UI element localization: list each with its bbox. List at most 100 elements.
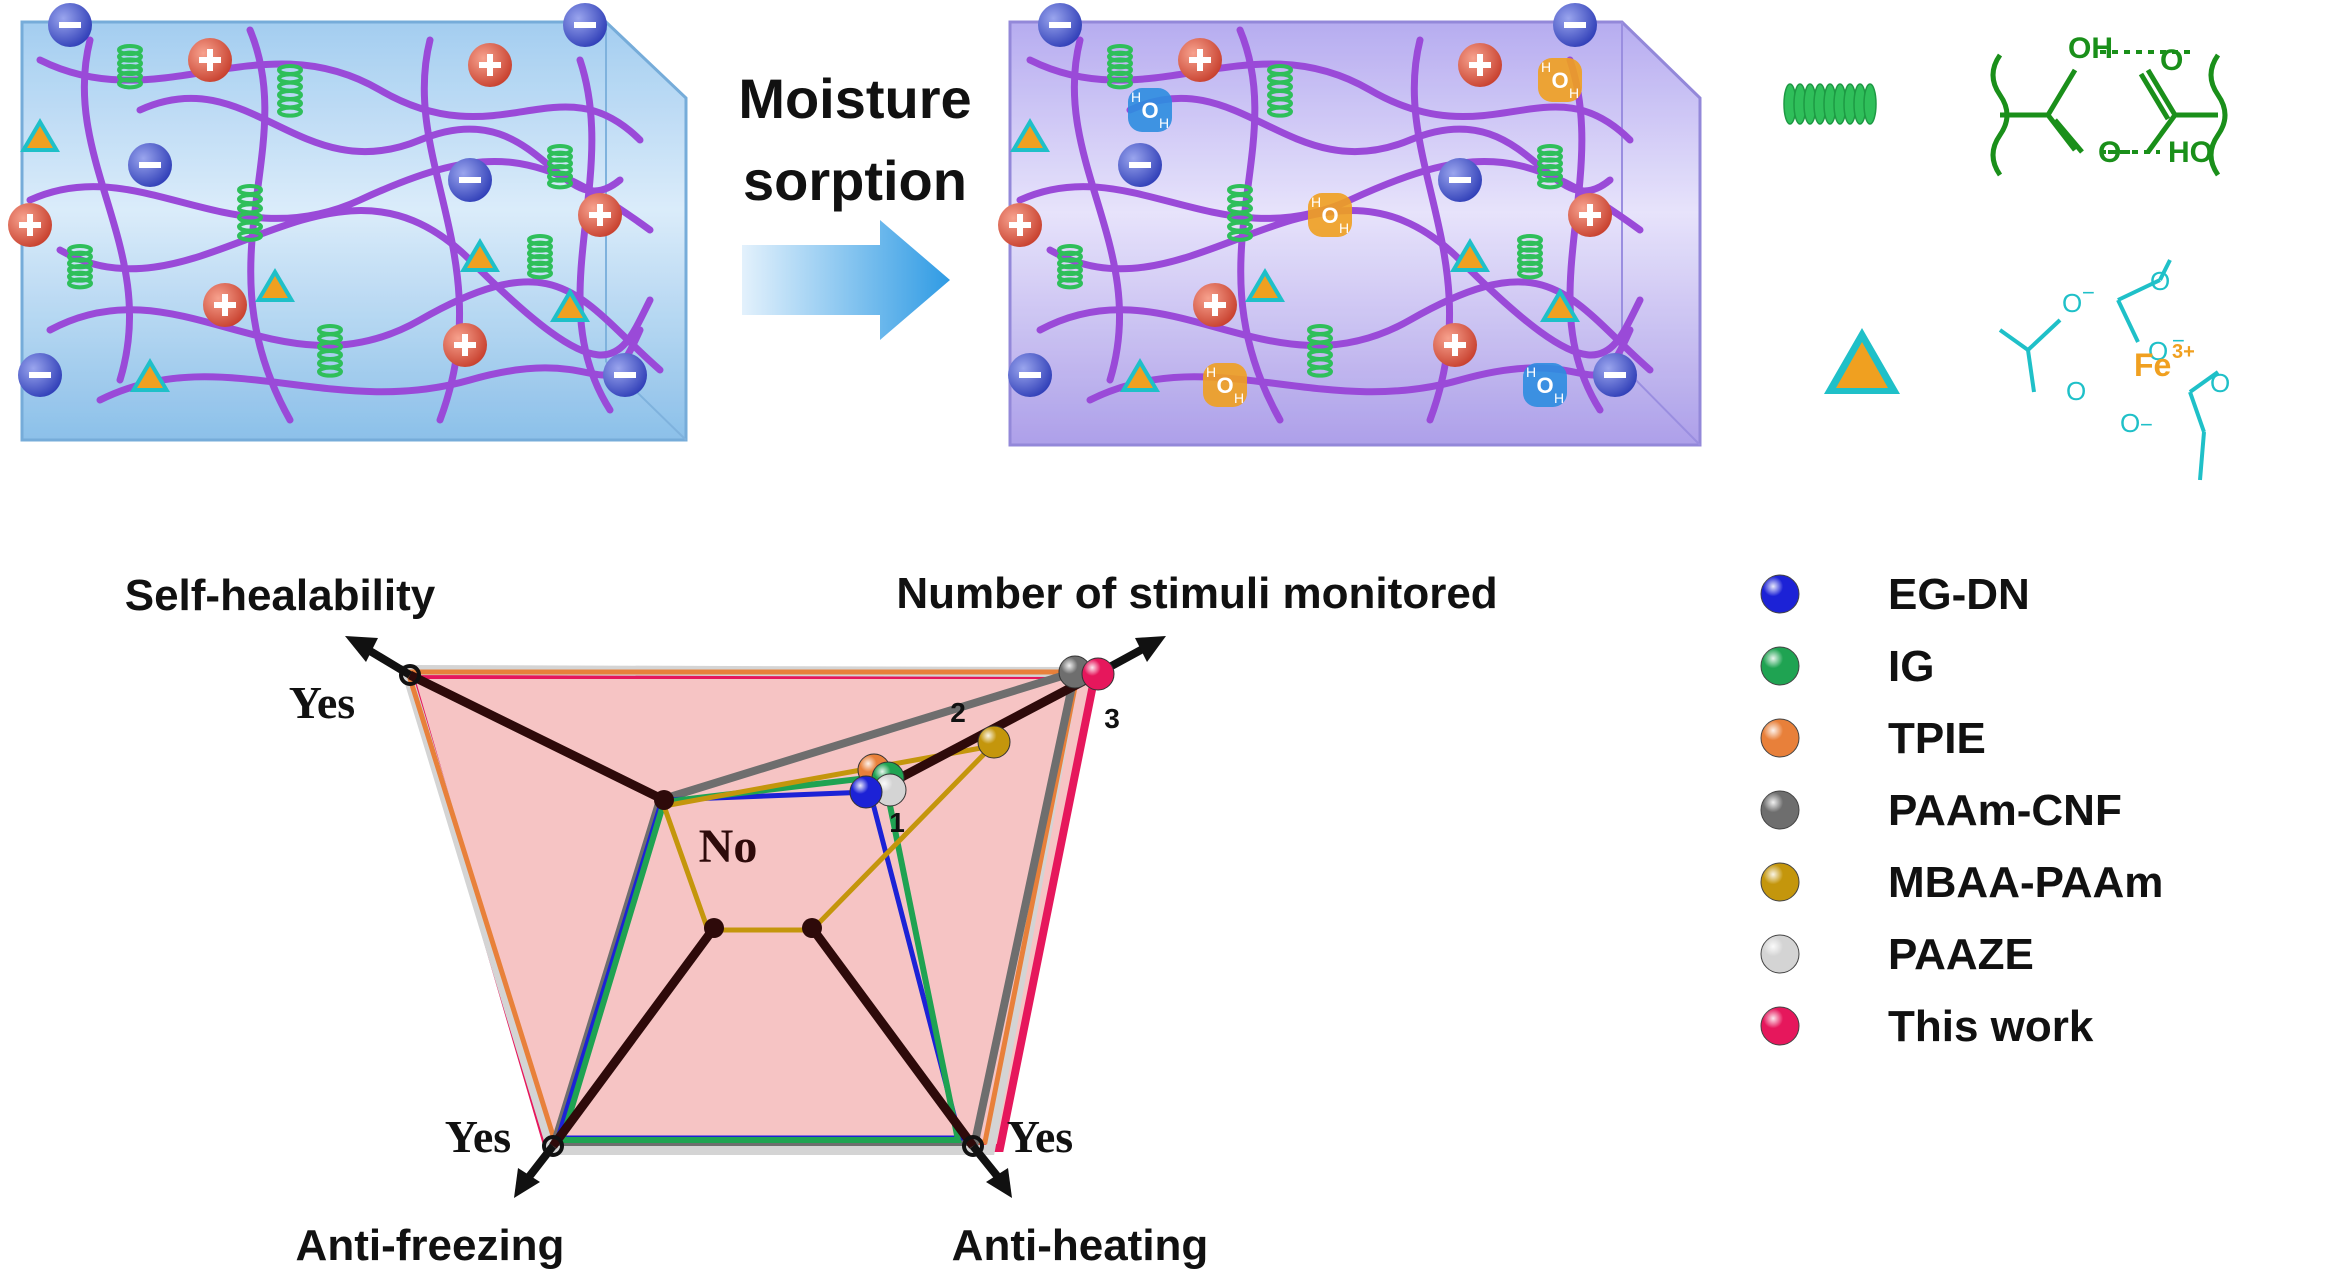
carboxylate-structure (1998, 259, 2220, 481)
svg-text:H: H (1131, 89, 1141, 105)
hbond-crosslink-spring (547, 144, 573, 190)
anion-bead (1593, 353, 1637, 397)
svg-text:H: H (1554, 390, 1564, 406)
legend-label: PAAm-CNF (1888, 786, 2122, 835)
cation-bead (1433, 323, 1477, 367)
svg-text:O: O (1216, 373, 1233, 398)
axis-title-anti-freezing: Anti-freezing (296, 1221, 565, 1270)
spring-icon (1783, 83, 1877, 125)
cation-bead (443, 323, 487, 367)
fe-coordination-node (20, 118, 60, 152)
hbond-crosslink-spring (1227, 184, 1253, 242)
anion-bead (563, 3, 607, 47)
carboxylate-o-3: O (2148, 336, 2168, 366)
carboxylate-charge-3: − (2172, 328, 2185, 353)
water-molecule: OHH (1203, 363, 1247, 407)
arrow-label-line2: sorption (743, 149, 967, 212)
fe-coordination-icon (1824, 328, 1900, 394)
radar-marker (977, 725, 1011, 759)
stimuli-tick-3: 3 (1104, 703, 1120, 734)
carboxylate-o-5: O (2066, 376, 2086, 406)
legend-label: MBAA-PAAm (1888, 858, 2163, 907)
axis-title-self-healability: Self-healability (125, 571, 436, 620)
anion-bead (18, 353, 62, 397)
cation-bead (578, 193, 622, 237)
carboxylate-charge-6: − (2140, 412, 2153, 437)
cation-bead (8, 203, 52, 247)
cation-bead (468, 43, 512, 87)
arrow-label-line1: Moisture (738, 67, 971, 130)
hbond-crosslink-spring (237, 184, 263, 242)
radar-marker (1081, 657, 1115, 691)
cation-bead (1568, 193, 1612, 237)
svg-text:H: H (1311, 194, 1321, 210)
radar-data-markers (849, 655, 1115, 809)
radar-diagram: No Yes Yes Yes Self-healability Number o… (125, 569, 1498, 1270)
svg-text:H: H (1159, 115, 1169, 131)
water-molecule: OH H (1538, 58, 1582, 102)
cation-bead (203, 283, 247, 327)
fe-coordination-node (460, 238, 500, 272)
carboxylate-o-4: O (2210, 368, 2230, 398)
fe-coordination-node (1450, 238, 1490, 272)
hbond-o-top-label: O (2160, 44, 2183, 77)
polymer-strand (1036, 278, 1654, 374)
hbond-crosslink-spring (67, 244, 93, 290)
hbond-crosslink-spring (1107, 44, 1133, 90)
radar-line-tpie (404, 669, 1082, 1145)
stimuli-tick-1: 1 (889, 807, 905, 838)
anion-bead (1438, 158, 1482, 202)
hbond-crosslink-spring (1267, 64, 1293, 118)
water-molecule: OH H (1128, 88, 1172, 132)
radar-marker (849, 775, 883, 809)
radar-center-label: No (699, 820, 758, 873)
anion-bead (1008, 353, 1052, 397)
hbond-oh-label: OH (2068, 32, 2113, 65)
anion-bead (48, 3, 92, 47)
axis-title-anti-heating: Anti-heating (952, 1221, 1209, 1270)
fe-coordination-node (1010, 118, 1050, 152)
polymer-strand (56, 207, 654, 359)
hbond-crosslink-spring (1057, 244, 1083, 290)
water-molecule: OHH (1308, 193, 1352, 237)
legend-item: TPIE (1760, 714, 1986, 763)
anti-heating-yes: Yes (1007, 1111, 1073, 1162)
carboxylate-o-1: O (2062, 288, 2082, 318)
hbond-crosslink-spring (317, 324, 343, 378)
radar-marker (873, 773, 907, 807)
radar-line-ig (557, 772, 962, 1143)
anion-bead (128, 143, 172, 187)
self-healability-yes: Yes (289, 677, 355, 728)
cation-bead (1458, 43, 1502, 87)
svg-text:O: O (1551, 68, 1568, 93)
svg-text:H: H (1541, 59, 1551, 75)
hbond-crosslink-spring (1307, 324, 1333, 378)
legend-item: IG (1760, 642, 1934, 691)
polymer-strand (36, 56, 644, 144)
fe-charge: 3+ (2172, 341, 2195, 363)
polymer-strand (1070, 36, 1123, 384)
legend-item: PAAm-CNF (1760, 786, 2122, 835)
polymer-strand (1026, 56, 1634, 144)
anti-freezing-yes: Yes (445, 1111, 511, 1162)
carboxylate-charge-1: − (2082, 280, 2095, 305)
svg-text:H: H (1569, 85, 1579, 101)
polymer-strand (46, 278, 664, 374)
anion-bead (603, 353, 647, 397)
hbond-crosslink-spring (1517, 234, 1543, 280)
svg-text:H: H (1526, 364, 1536, 380)
cation-bead (1178, 38, 1222, 82)
iron-coordination-legend: O − O O − O O O − Fe 3+ (1824, 259, 2230, 481)
svg-text:O: O (1141, 98, 1158, 123)
radar-vertices (399, 664, 984, 1157)
fe-label: Fe (2134, 347, 2171, 383)
legend-label: EG-DN (1888, 570, 2030, 619)
legend-item: EG-DN (1760, 570, 2030, 619)
hbond-crosslink-spring (527, 234, 553, 280)
hbond-o-bottom-label: O (2098, 136, 2121, 169)
axis-title-stimuli: Number of stimuli monitored (896, 569, 1497, 618)
polymer-network-hydrated (998, 3, 1654, 424)
